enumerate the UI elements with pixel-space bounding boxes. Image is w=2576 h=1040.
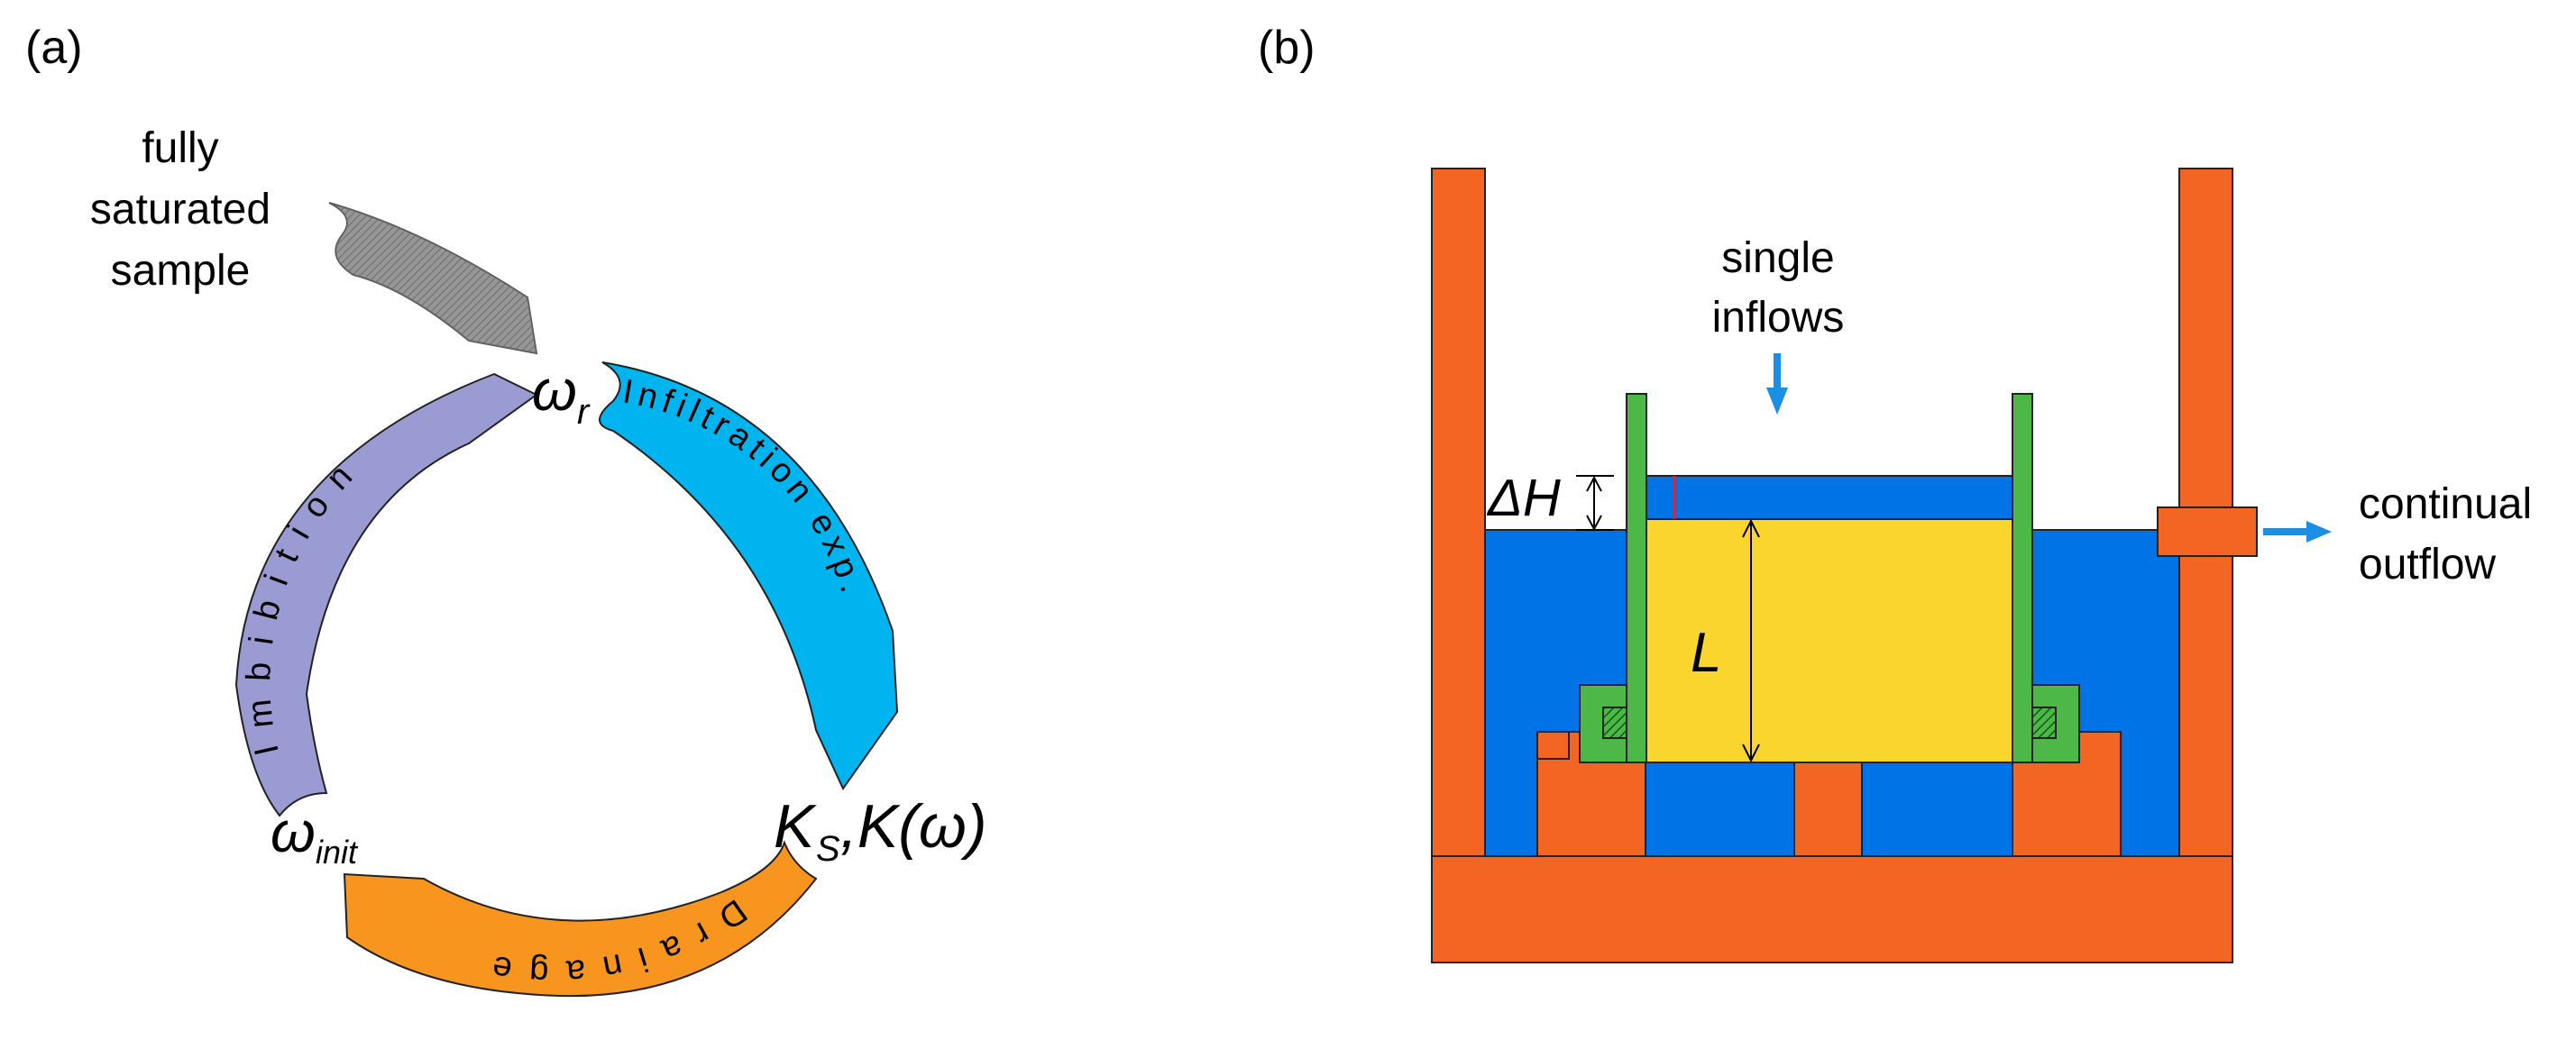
- cylinder-wall-right: [2012, 393, 2033, 763]
- l-label: L: [1691, 622, 1721, 684]
- support-left-lip: [1536, 731, 1570, 760]
- seal-right-hatch: [2030, 707, 2057, 739]
- saturated-line-3: sample: [111, 247, 251, 295]
- drainage-arc: [343, 840, 818, 998]
- saturated-line-1: fully: [142, 124, 218, 172]
- frame-base: [1431, 855, 2233, 963]
- outflow-port: [2157, 506, 2258, 557]
- k-symbol: K: [774, 792, 817, 861]
- omega-r-label: ω r: [532, 358, 591, 432]
- omega-init-sub: init: [316, 834, 359, 871]
- saturated-arrow-fill: [329, 203, 536, 353]
- soil-sample: [1646, 518, 2013, 763]
- seal-left-hatch: [1602, 707, 1629, 739]
- cylinder-wall-left: [1626, 393, 1647, 763]
- imbibition-arc: [234, 372, 538, 817]
- outflow-line-1: continual: [2359, 480, 2532, 528]
- support-center: [1793, 762, 1863, 857]
- panel-a-label: (a): [25, 22, 83, 74]
- frame-left-column: [1431, 168, 1486, 857]
- omega-r-symbol: ω: [532, 358, 577, 423]
- ponded-water: [1646, 475, 2013, 520]
- inflow-line-2: inflows: [1712, 294, 1845, 342]
- delta-h-label: ΔH: [1486, 469, 1561, 527]
- k-label: K S ,K(ω): [774, 792, 987, 869]
- outflow-arrow: [2263, 521, 2332, 543]
- k-rest: ,K(ω): [840, 792, 987, 861]
- outflow-line-2: outflow: [2359, 541, 2496, 588]
- l-dimension: [1742, 518, 1760, 763]
- inflow-line-1: single: [1721, 234, 1834, 282]
- omega-init-symbol: ω: [270, 799, 316, 864]
- saturated-sample-label: fully saturated sample: [90, 124, 270, 295]
- saturated-line-2: saturated: [90, 186, 270, 233]
- delta-h-dimension: [1576, 475, 1614, 532]
- k-sub: S: [816, 829, 840, 869]
- inflow-arrow: [1766, 353, 1788, 415]
- infiltration-arc: [599, 361, 899, 790]
- omega-r-sub: r: [577, 392, 591, 432]
- apparatus: [1431, 168, 2258, 963]
- panel-b-label: (b): [1258, 22, 1316, 74]
- omega-init-label: ω init: [270, 799, 359, 871]
